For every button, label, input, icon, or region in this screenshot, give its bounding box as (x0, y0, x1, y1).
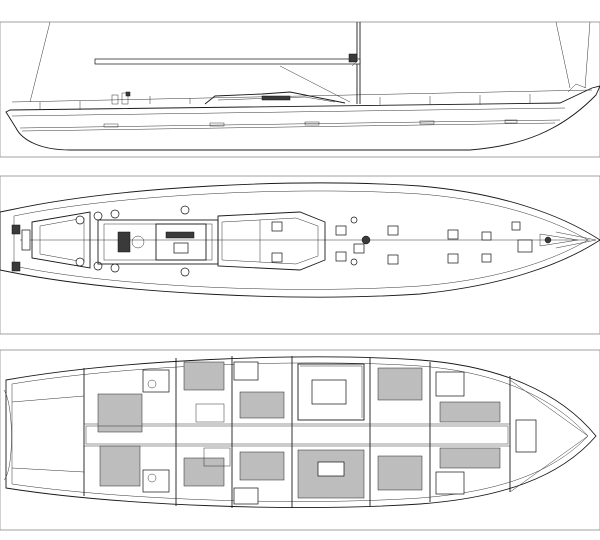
interior-lazarette-line (11, 395, 85, 403)
profile-deckhouse-windows (217, 96, 336, 103)
deck-helm-wheel (131, 235, 145, 249)
profile-frame (0, 21, 600, 158)
deck-table-top (165, 231, 195, 239)
deck-aft-cockpit (31, 211, 91, 269)
interior-fwd-head-port (435, 371, 465, 397)
interior-cabin-4-berth (239, 391, 285, 419)
deck-bow-rail-port (555, 231, 597, 241)
profile-bow-pulpit (567, 83, 587, 93)
profile-rail-line (11, 107, 566, 117)
deck-mast-winch-port (350, 216, 358, 224)
deck-cockpit-table (155, 223, 207, 261)
deck-mast-winch-starboard (350, 258, 358, 266)
deck-stern-cleat-starboard (11, 261, 21, 272)
interior-fwd-cabin-starboard (439, 447, 501, 469)
interior-companionway-stairs (195, 403, 231, 467)
interior-cabin-2-head (233, 361, 259, 381)
profile-hull (5, 85, 600, 151)
interior-view (0, 349, 600, 531)
interior-crew-berth-port (377, 367, 423, 401)
profile-sheer-stripe-2 (21, 122, 556, 132)
interior-transom-curve (3, 389, 12, 481)
interior-aft-head-port (142, 369, 170, 393)
deck-windlass (544, 236, 552, 244)
profile-boom (94, 58, 361, 65)
profile-forestay (555, 21, 571, 89)
deck-hull-outline (0, 182, 600, 298)
interior-cabin-5-berth (239, 451, 285, 481)
deck-helm-console (117, 231, 131, 253)
interior-sail-locker (515, 419, 537, 453)
interior-cabin-2-berth (183, 361, 225, 391)
interior-forepeak (509, 379, 589, 493)
profile-wheelhouse-glass (261, 95, 291, 101)
interior-aft-berth-port (97, 393, 143, 433)
interior-lazarette-line-2 (11, 467, 85, 473)
profile-deckhouse (204, 91, 346, 105)
deck-main-cockpit (97, 219, 219, 265)
deck-frame (0, 175, 600, 335)
interior-aft-toilet-port (147, 379, 157, 389)
interior-galley-counter (317, 461, 345, 477)
interior-fwd-head-starboard (435, 471, 465, 495)
interior-crew-berth-starboard (377, 455, 423, 491)
deck-deckhouse (217, 211, 326, 271)
interior-saloon-table (311, 379, 347, 405)
interior-bulkheads (83, 356, 511, 508)
deck-deckhouse-inner (221, 217, 319, 265)
deck-bow-rail-starboard (555, 239, 597, 249)
interior-aft-berth-starboard (99, 445, 141, 487)
profile-portlights (103, 119, 518, 128)
profile-sheer-stripe (19, 119, 561, 129)
profile-cockpit-fittings (111, 91, 191, 105)
profile-inner-forestay (584, 21, 591, 89)
profile-view (0, 21, 600, 158)
interior-fwd-cabin-port (439, 401, 501, 423)
interior-frame (0, 349, 600, 531)
profile-boom-vang (348, 53, 358, 63)
deck-transom-hatch (21, 229, 31, 251)
interior-saloon-settee (300, 365, 363, 418)
profile-backstay (29, 21, 51, 103)
interior-saloon-seating (297, 363, 365, 421)
deck-mast-step (361, 235, 371, 245)
interior-aft-head-starboard (142, 469, 170, 493)
interior-corridor-floor (85, 425, 509, 445)
interior-cabin-3-head (233, 487, 259, 505)
interior-aft-toilet-starboard (147, 473, 157, 483)
profile-vang-line (279, 65, 351, 103)
deck-stern-cleat-port (11, 224, 21, 235)
deck-bow-sprit (539, 233, 579, 247)
deck-plan-view (0, 175, 600, 335)
profile-stanchions (11, 89, 593, 110)
deck-hatches (271, 221, 533, 265)
deck-winches (75, 205, 190, 277)
deck-table-leaf (173, 242, 189, 254)
